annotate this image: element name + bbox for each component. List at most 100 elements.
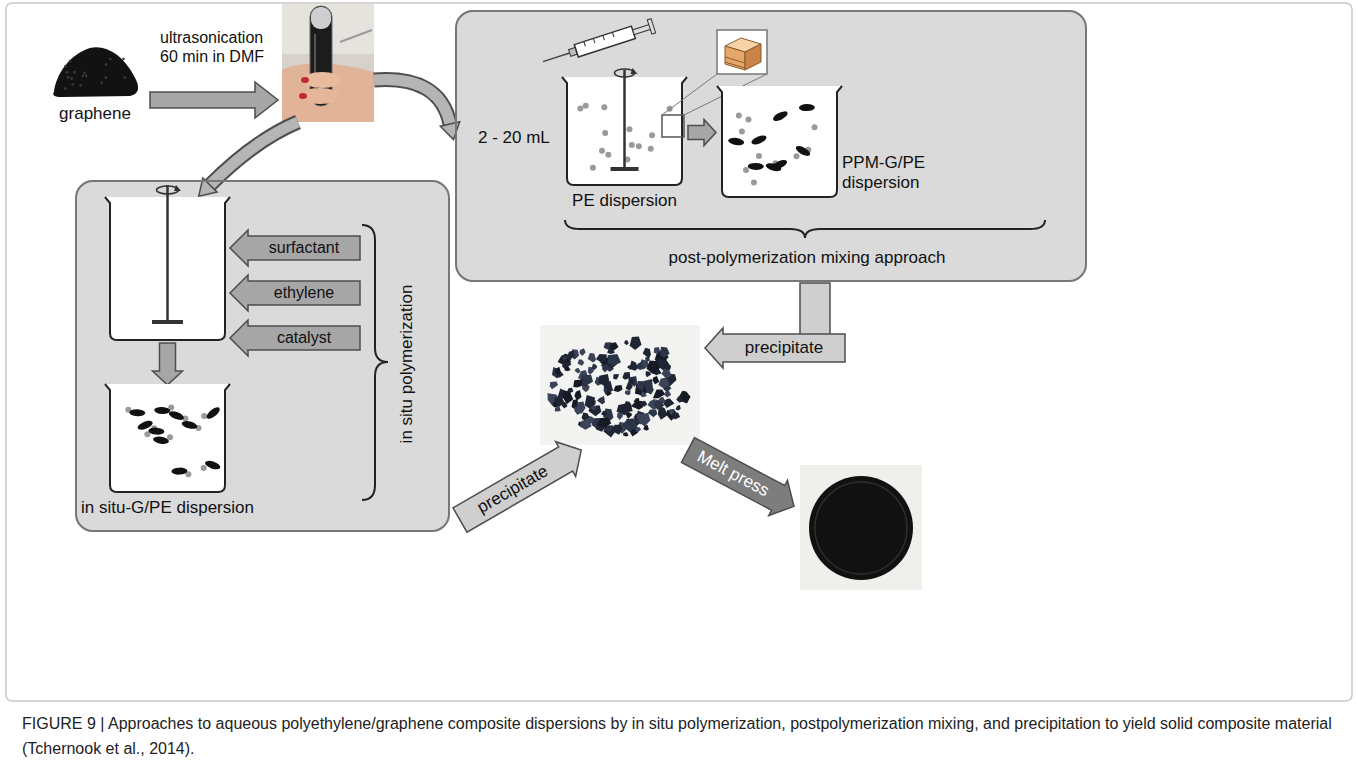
beaker-vessel: PE dispersion: [557, 70, 687, 220]
powder-granule: [653, 389, 665, 398]
graphene-flake: [148, 427, 164, 435]
graphene-flake: [129, 409, 145, 417]
panel-ground: [75, 180, 450, 532]
polymer-particle: [751, 179, 757, 185]
node-label: Melt press: [689, 438, 777, 510]
tube-glass: [311, 7, 331, 29]
powder-granule: [591, 406, 596, 410]
powder-granule: [608, 354, 621, 366]
powder-granule: [555, 367, 561, 375]
graphene-grain: [69, 60, 72, 63]
process-panel: in situ polymerizationsurfactantethylene…: [75, 180, 450, 532]
powder-granule: [628, 376, 637, 387]
vial-photo: [282, 4, 374, 122]
powder-granule: [574, 368, 580, 373]
beaker-vessel: PPM-G/PE dispersion: [717, 77, 941, 212]
powder-granule: [622, 403, 632, 412]
powder-granule: [581, 413, 589, 421]
zoom-frame: [717, 30, 767, 74]
graphene-grain: [109, 58, 112, 61]
polymer-particle: [626, 126, 632, 132]
bracket: [565, 220, 1045, 238]
block-arrow: [230, 230, 360, 266]
powder-granule: [654, 400, 665, 410]
powder-granule: [646, 386, 654, 395]
powder-granule: [601, 411, 606, 417]
powder-granule: [564, 367, 570, 372]
powder-granule: [613, 385, 622, 392]
node-label: in situ polymerization: [397, 285, 417, 444]
powder-granule: [588, 353, 597, 362]
polymer-particle: [601, 104, 607, 110]
powder-granule: [555, 407, 561, 412]
node-label: post-polymerization mixing approach: [669, 248, 946, 268]
powder-granule: [617, 412, 623, 420]
graphene-flake: [204, 459, 221, 471]
node-label: precipitate: [469, 453, 557, 527]
powder-granule: [578, 359, 585, 366]
curved-arrow: [374, 80, 450, 124]
node-label: PE dispersion: [572, 191, 677, 211]
polymer-particle: [577, 106, 583, 112]
particle-front: [725, 46, 745, 70]
graphene-flake: [794, 144, 811, 158]
syringe-needle: [543, 53, 570, 62]
powder-granule: [664, 391, 671, 398]
graphene-grain: [73, 71, 76, 74]
graphene-flake: [750, 134, 767, 147]
powder-granule: [643, 348, 651, 359]
curved-arrow: [210, 122, 298, 185]
powder-granule: [598, 374, 609, 386]
block-arrow: [153, 343, 183, 385]
powder-granule: [554, 397, 564, 407]
powder-granule: [664, 399, 675, 408]
powder-granule: [606, 426, 612, 432]
powder-granule: [640, 401, 647, 407]
process-arrow: Melt press: [679, 432, 804, 524]
powder-granule: [567, 351, 575, 361]
block-arrow: [705, 328, 845, 368]
syringe-tick: [603, 35, 605, 40]
stirrer-paddle: [611, 167, 639, 171]
powder-granule: [660, 347, 670, 358]
graphene-flake: [728, 137, 745, 146]
powder-granule: [675, 405, 680, 411]
powder-granule: [552, 367, 564, 378]
graphene-flake: [168, 409, 185, 421]
powder-photo: [540, 325, 700, 445]
stirrer-shaft: [166, 185, 169, 322]
needle: [340, 30, 372, 42]
powder-granule: [637, 414, 642, 420]
syringe-tick: [593, 38, 595, 43]
beaker-outline: [105, 384, 230, 492]
process-arrow: ethylene: [230, 275, 360, 311]
powder-granule: [591, 364, 597, 370]
graphene-flake: [765, 162, 782, 173]
powder-granule: [573, 380, 582, 388]
graphene-flake: [171, 467, 187, 475]
powder-granule: [624, 340, 629, 345]
node-label: catalyst: [277, 320, 331, 356]
powder-granule: [597, 417, 611, 427]
powder-granule: [658, 378, 669, 389]
panel-ground: [455, 10, 1087, 282]
graphene-grain: [64, 87, 67, 90]
inset-marker: [662, 115, 684, 137]
graphene-grain: [105, 63, 108, 66]
powder-granule: [565, 362, 571, 367]
powder-granule: [653, 376, 660, 384]
polymer-particle: [736, 112, 742, 118]
disc-photo: [800, 465, 922, 590]
polymer-particle: [739, 128, 745, 134]
graphene-flake: [181, 420, 198, 431]
powder-granule: [562, 355, 567, 361]
node-label: PPM-G/PE dispersion: [842, 153, 937, 194]
graphene-grain: [70, 77, 73, 80]
graphene-layer: [725, 62, 745, 68]
powder-granule: [574, 390, 581, 400]
graphene-grain: [66, 71, 69, 74]
graphene-grain: [122, 58, 125, 61]
particle-side: [745, 44, 761, 70]
graphene-grain: [67, 76, 70, 79]
